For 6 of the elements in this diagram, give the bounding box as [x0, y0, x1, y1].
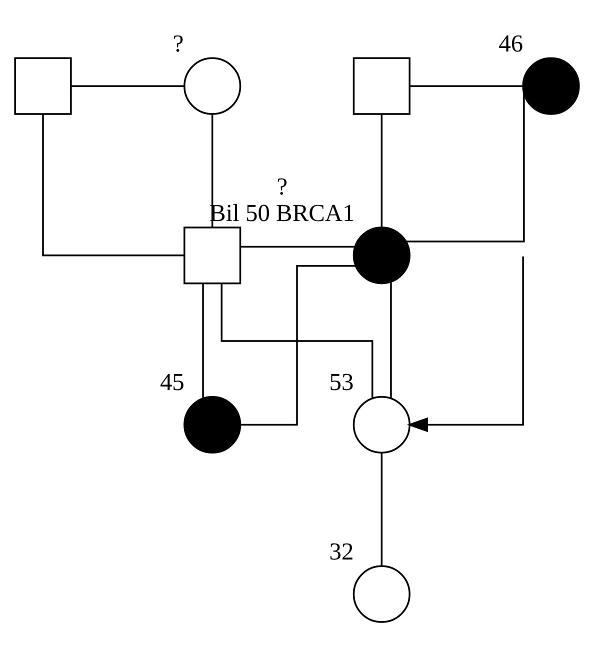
node-label: 32: [329, 538, 354, 566]
node-label: ?: [276, 173, 288, 200]
node-label: 53: [329, 368, 354, 396]
node-label: 46: [498, 30, 524, 58]
node-label: ?: [172, 30, 184, 58]
node-label: 45: [160, 368, 184, 396]
